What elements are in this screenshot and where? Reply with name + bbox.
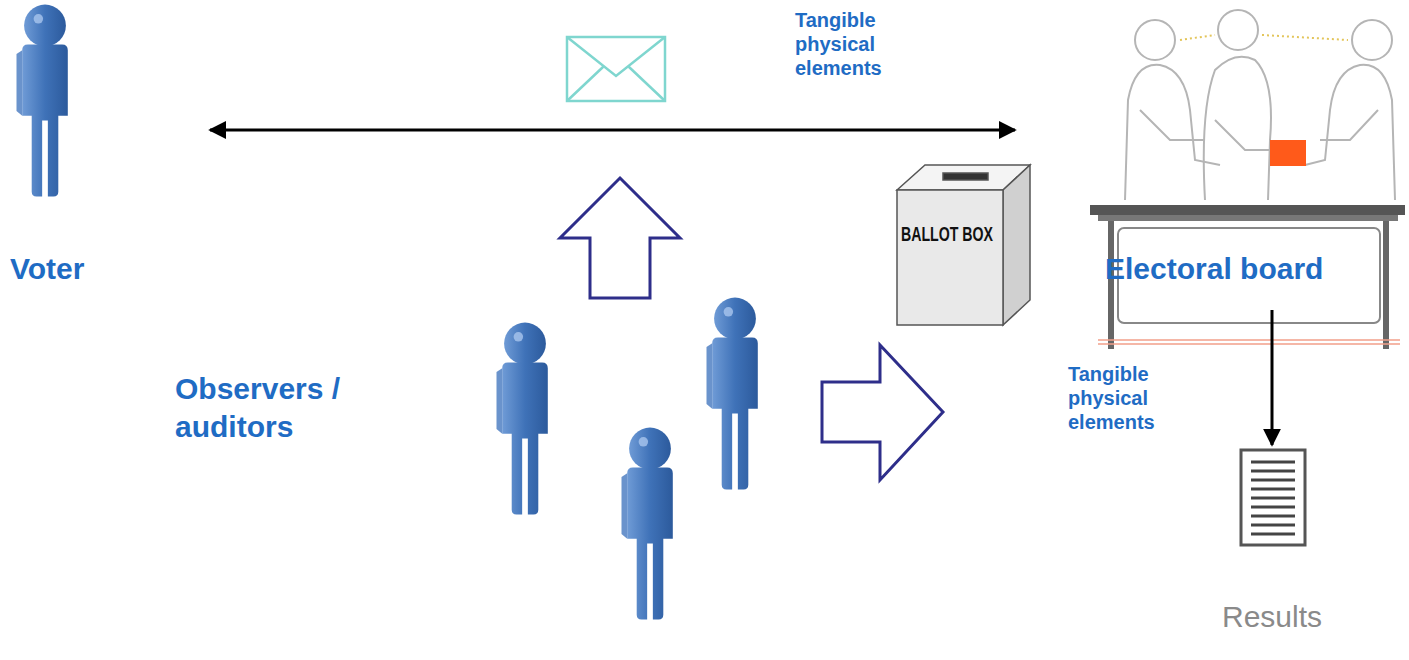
node-label: Results <box>1222 600 1322 634</box>
observer-figure <box>622 428 673 620</box>
connector-arrow <box>210 129 1015 132</box>
node-box: Results <box>1205 445 1340 655</box>
node-box: Electoral board <box>1015 0 1407 310</box>
connector-arrow <box>1271 310 1274 445</box>
document-line <box>1251 461 1295 464</box>
node-box: Observers / auditors <box>170 295 760 640</box>
node-label: BALLOT BOX <box>901 223 993 246</box>
edge-label: Tangible physical elements <box>795 8 895 80</box>
edge-label: Tangible physical elements <box>1068 362 1168 434</box>
envelope-icon <box>567 37 665 101</box>
document-line <box>1251 497 1295 500</box>
node-label: Voter <box>10 250 84 288</box>
orange-box <box>1270 140 1306 166</box>
document-line <box>1251 479 1295 482</box>
table-drawing <box>1090 205 1405 349</box>
up-hollow-arrow <box>560 178 680 298</box>
node-label: Observers / auditors <box>175 370 415 445</box>
node-box: BALLOT BOX <box>895 165 1032 327</box>
observer-figure <box>497 323 548 515</box>
voter-figure <box>16 5 67 197</box>
document-line <box>1251 506 1295 509</box>
ballot-box-drawing <box>897 165 1030 325</box>
document-line <box>1251 515 1295 518</box>
right-hollow-arrow <box>822 345 943 480</box>
node-box: Voter <box>5 0 210 300</box>
observer-figure <box>707 298 758 490</box>
document-line <box>1251 488 1295 491</box>
electoral-board-drawing <box>1125 10 1395 200</box>
document-line <box>1251 470 1295 473</box>
document-icon <box>1241 450 1305 545</box>
node-label: Electoral board <box>1105 250 1323 288</box>
document-line <box>1251 524 1295 527</box>
document-line <box>1251 533 1295 536</box>
